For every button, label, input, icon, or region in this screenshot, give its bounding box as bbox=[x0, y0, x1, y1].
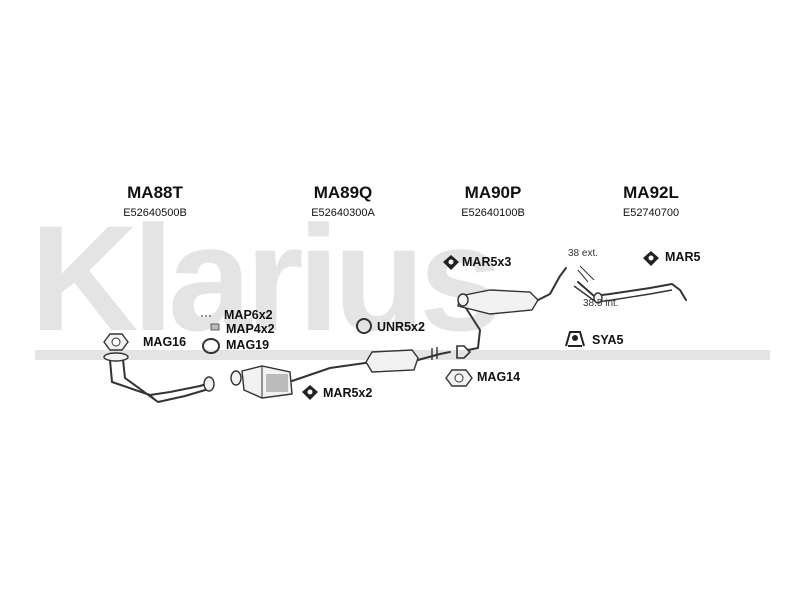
rubber-mount-icon bbox=[643, 251, 659, 266]
part-label-mag19: MAG19 bbox=[226, 338, 269, 352]
rubber-mount-icon bbox=[302, 385, 318, 400]
tail-pipe-part bbox=[573, 265, 687, 304]
section-ma89q: MA89Q E52640300A bbox=[311, 183, 375, 219]
intermediate-pipe-part bbox=[230, 347, 451, 399]
gasket-icon bbox=[103, 333, 129, 351]
klarius-watermark: Klarius bbox=[30, 194, 497, 362]
part-label-mar5: MAR5 bbox=[665, 250, 700, 264]
clamp-icon bbox=[356, 318, 372, 334]
part-label-mag14: MAG14 bbox=[477, 370, 520, 384]
part-label-map4x2: MAP4x2 bbox=[226, 322, 275, 336]
ring-gasket-icon bbox=[202, 338, 220, 354]
section-ma90p: MA90P E52640100B bbox=[461, 183, 525, 219]
section-code: MA88T bbox=[127, 183, 183, 202]
section-ma88t: MA88T E52640500B bbox=[123, 183, 187, 219]
nut-icon bbox=[210, 323, 220, 331]
rubber-mount-icon bbox=[443, 255, 459, 270]
section-ma92l: MA92L E52740700 bbox=[623, 183, 679, 219]
part-label-unr5x2: UNR5x2 bbox=[377, 320, 425, 334]
rear-silencer-part bbox=[457, 267, 567, 351]
front-pipe-part bbox=[103, 352, 215, 403]
part-label-sya5: SYA5 bbox=[592, 333, 624, 347]
section-ref: E52740700 bbox=[623, 207, 679, 219]
section-ref: E52640100B bbox=[461, 207, 525, 219]
part-label-mar5x3: MAR5x3 bbox=[462, 255, 511, 269]
section-ref: E52640500B bbox=[123, 207, 187, 219]
dimension-ext: 38 ext. bbox=[568, 248, 598, 259]
section-code: MA92L bbox=[623, 183, 679, 202]
section-ref: E52640300A bbox=[311, 207, 375, 219]
part-label-mar5x2: MAR5x2 bbox=[323, 386, 372, 400]
dimension-int: 38.5 int. bbox=[583, 298, 619, 309]
section-code: MA90P bbox=[465, 183, 522, 202]
flange-gasket-icon bbox=[445, 369, 473, 387]
u-bolt-icon bbox=[456, 345, 472, 359]
section-code: MA89Q bbox=[314, 183, 373, 202]
part-label-map6x2: MAP6x2 bbox=[224, 308, 273, 322]
hanger-icon bbox=[565, 331, 585, 347]
part-label-mag16: MAG16 bbox=[143, 335, 186, 349]
